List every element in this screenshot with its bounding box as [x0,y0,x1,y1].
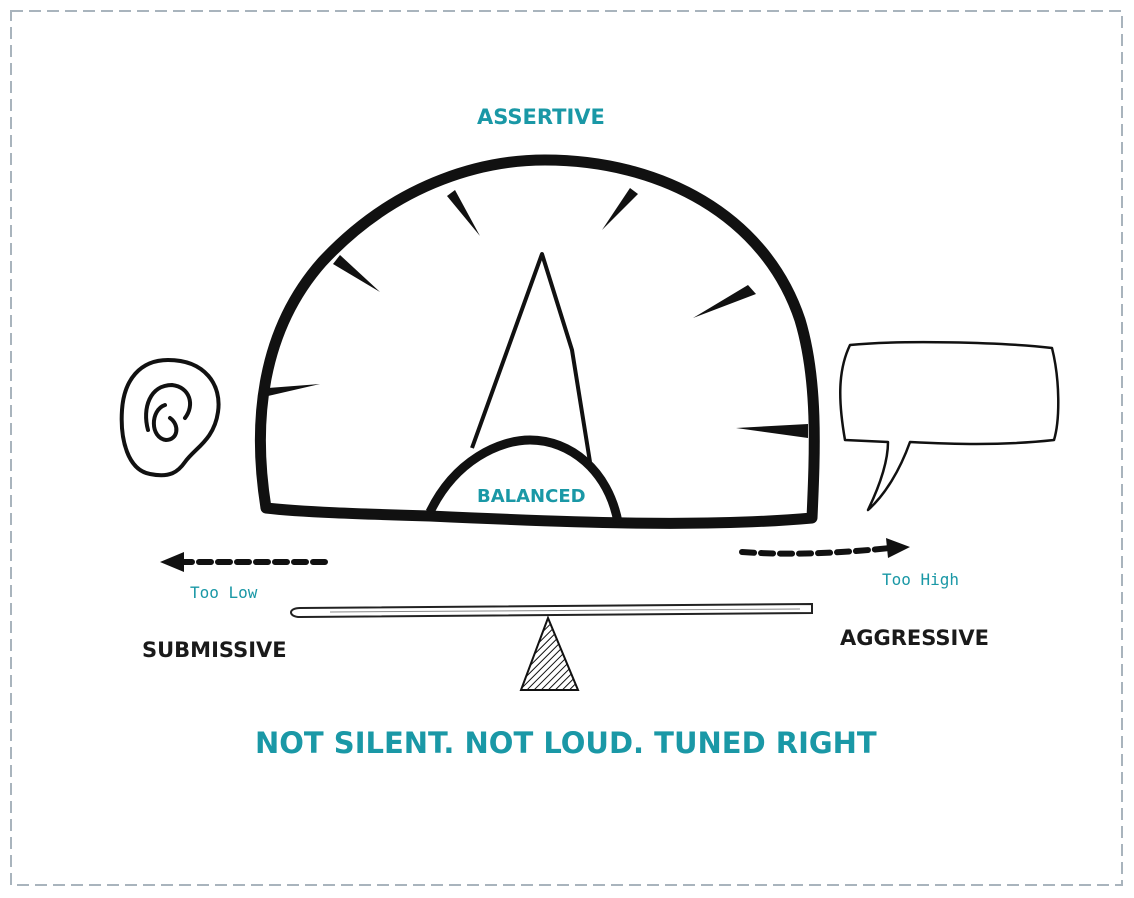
gauge-needle [470,252,592,463]
too-low-arrow [160,552,328,572]
balanced-arc [425,435,623,523]
aggressive-label: AGGRESSIVE [840,626,989,650]
seesaw-fulcrum [519,615,580,691]
gauge-dome [254,154,820,529]
too-high-label: Too High [882,570,960,589]
ear-icon [119,357,221,478]
speech-bubble-icon [839,340,1060,512]
balanced-label: BALANCED [477,486,586,507]
too-high-arrow [739,538,910,558]
seesaw-beam [290,602,813,619]
gauge-ticks [268,188,808,438]
tagline: NOT SILENT. NOT LOUD. TUNED RIGHT [255,726,877,760]
submissive-label: SUBMISSIVE [142,638,287,662]
too-low-label: Too Low [190,583,258,602]
dashed-border [10,10,1123,886]
assertive-label: ASSERTIVE [477,105,605,129]
